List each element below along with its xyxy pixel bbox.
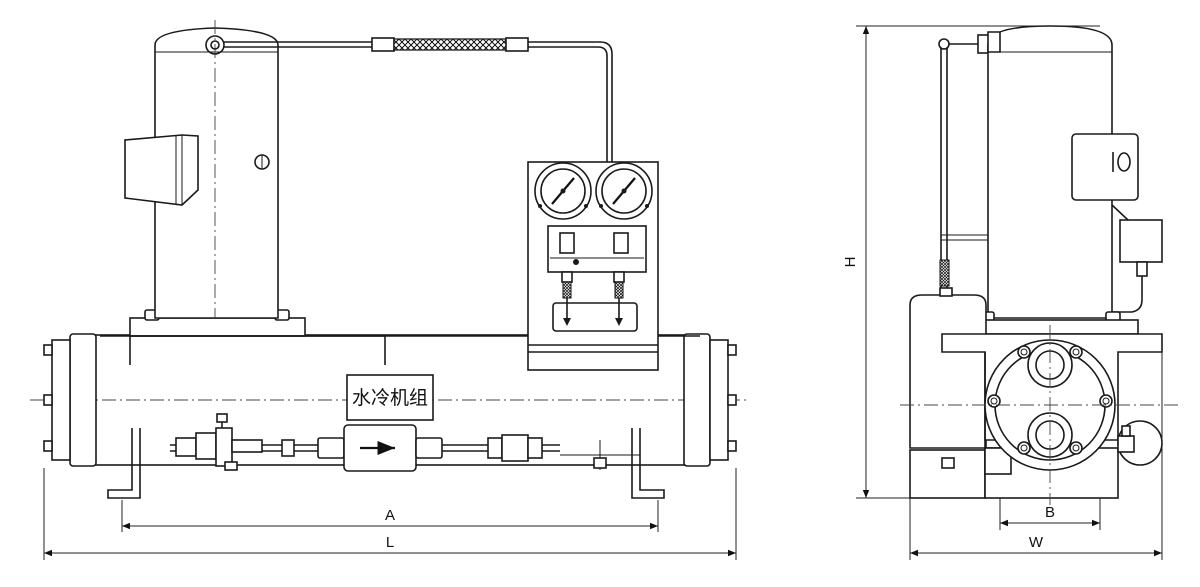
dimension-b: B (999, 498, 1101, 530)
side-condenser (900, 325, 1180, 505)
side-receiver (909, 287, 987, 449)
front-view: 水冷机组 (30, 20, 750, 560)
dimension-a: A (121, 500, 659, 532)
compressor (124, 20, 279, 319)
liquid-line (170, 413, 560, 472)
side-flange-bolts (987, 345, 1113, 455)
dimension-a-label: A (385, 507, 395, 524)
dimension-w: W (909, 352, 1163, 560)
unit-label-box: 水冷机组 (346, 374, 434, 421)
flange-bolts (43, 344, 737, 452)
side-view: H (842, 25, 1180, 560)
dimension-h-label: H (842, 257, 859, 268)
dimension-l-label: L (386, 534, 394, 551)
capillary-fittings (561, 271, 625, 326)
side-compressor (967, 25, 1163, 335)
dimension-w-label: W (1029, 534, 1044, 551)
dimension-l: L (43, 468, 737, 560)
unit-label: 水冷机组 (352, 387, 428, 409)
dimension-b-label: B (1045, 504, 1055, 521)
condenser-shell (30, 333, 750, 499)
discharge-line (224, 37, 613, 162)
pressure-gauge-left (534, 162, 592, 220)
gauge-panel (527, 161, 659, 371)
pressure-gauge-right (595, 162, 653, 220)
side-suction-line (938, 34, 991, 290)
